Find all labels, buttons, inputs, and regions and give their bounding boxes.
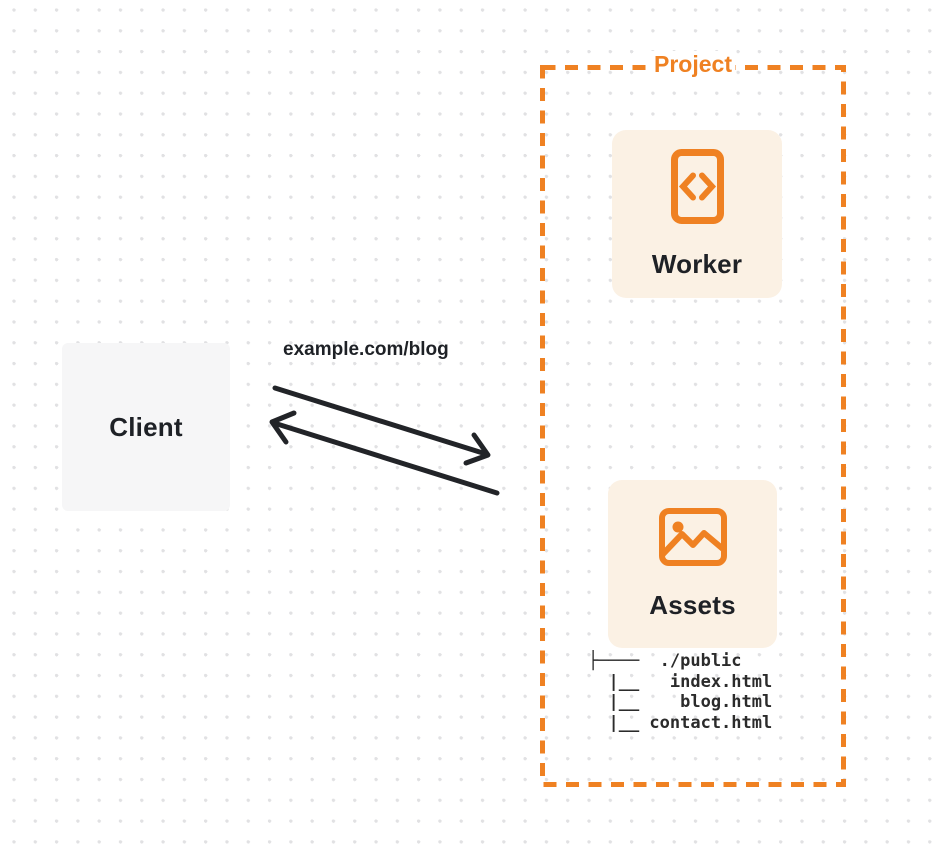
client-label: Client — [109, 411, 183, 442]
image-icon — [658, 507, 727, 566]
client-box: Client — [62, 343, 230, 511]
code-document-icon — [670, 148, 724, 224]
project-dashed-border — [540, 65, 846, 787]
tree-line-public: ├──── ./public — [588, 651, 742, 671]
worker-card: Worker — [612, 130, 782, 298]
response-arrow — [269, 410, 500, 496]
assets-label: Assets — [649, 589, 736, 620]
worker-label: Worker — [651, 248, 743, 279]
project-label: Project — [651, 51, 735, 78]
request-arrow — [272, 385, 491, 466]
assets-card: Assets — [608, 480, 777, 648]
tree-line-index: |__ index.html — [588, 671, 773, 692]
tree-line-contact: |__ contact.html — [588, 712, 773, 733]
project-boundary: Project Worker Assets — [540, 51, 846, 787]
tree-line-blog: |__ blog.html — [588, 692, 773, 713]
request-url-label: example.com/blog — [283, 339, 449, 360]
assets-file-tree: ├──── ./public |__ index.html |__ blog.h… — [588, 651, 772, 733]
